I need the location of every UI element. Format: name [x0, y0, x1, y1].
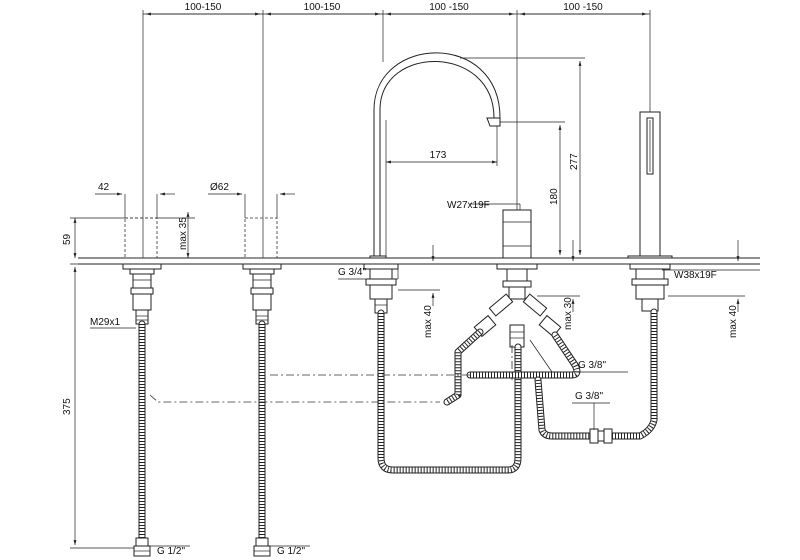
- connection-lines: [149, 345, 513, 403]
- dim-top-4: 100 -150: [563, 2, 603, 13]
- right-handle-outline: [244, 217, 278, 259]
- dim-handle-max35: max 35: [178, 217, 189, 250]
- spout-dimensions: 173 180 277 G 3/4" max 40: [338, 57, 585, 338]
- hand-shower-assembly: W38x19F max 40: [627, 111, 760, 338]
- dim-spout-180: 180: [549, 188, 560, 205]
- thread-m29: M29x1: [90, 317, 120, 328]
- top-dimension-chain: 100-150 100-150 100 -150 100 -150: [142, 2, 651, 258]
- thread-w38: W38x19F: [674, 270, 717, 281]
- thread-g34: G 3/4": [338, 267, 366, 278]
- dim-max40-right: max 40: [728, 305, 739, 338]
- thread-w27: W27x19F: [447, 200, 490, 211]
- braided-hoses: [377, 308, 658, 474]
- left-handle-outline: [124, 217, 158, 259]
- length-375-dimension: 375: [62, 263, 134, 549]
- thread-labels: M29x1 G 3/8" G 3/8" G 1/2" G 1/2": [90, 317, 628, 557]
- dim-spout-reach: 173: [430, 150, 447, 161]
- thread-g12-right: G 1/2": [277, 546, 305, 557]
- handle-dimensions: 42 Ø62 max 35 59: [62, 182, 295, 258]
- diverter-knob: [502, 209, 532, 259]
- thread-g38-lower: G 3/8": [575, 391, 603, 402]
- spout-assembly: [363, 52, 501, 314]
- left-valve-assembly: [122, 217, 162, 557]
- thread-g12-left: G 1/2": [157, 546, 185, 557]
- dim-handle-width: 42: [98, 182, 110, 193]
- deck-surface: [78, 257, 760, 265]
- dim-spout-277: 277: [569, 153, 580, 170]
- dim-max30: max 30: [563, 297, 574, 330]
- dim-top-2: 100-150: [304, 2, 341, 13]
- dim-top-3: 100 -150: [429, 2, 469, 13]
- dim-max40-left: max 40: [423, 305, 434, 338]
- dim-top-1: 100-150: [185, 2, 222, 13]
- dim-handle-diameter: Ø62: [210, 182, 229, 193]
- dim-height-59: 59: [62, 233, 73, 245]
- right-valve-assembly: [242, 217, 282, 557]
- thread-g38-upper: G 3/8": [578, 360, 606, 371]
- dim-length-375: 375: [62, 398, 73, 415]
